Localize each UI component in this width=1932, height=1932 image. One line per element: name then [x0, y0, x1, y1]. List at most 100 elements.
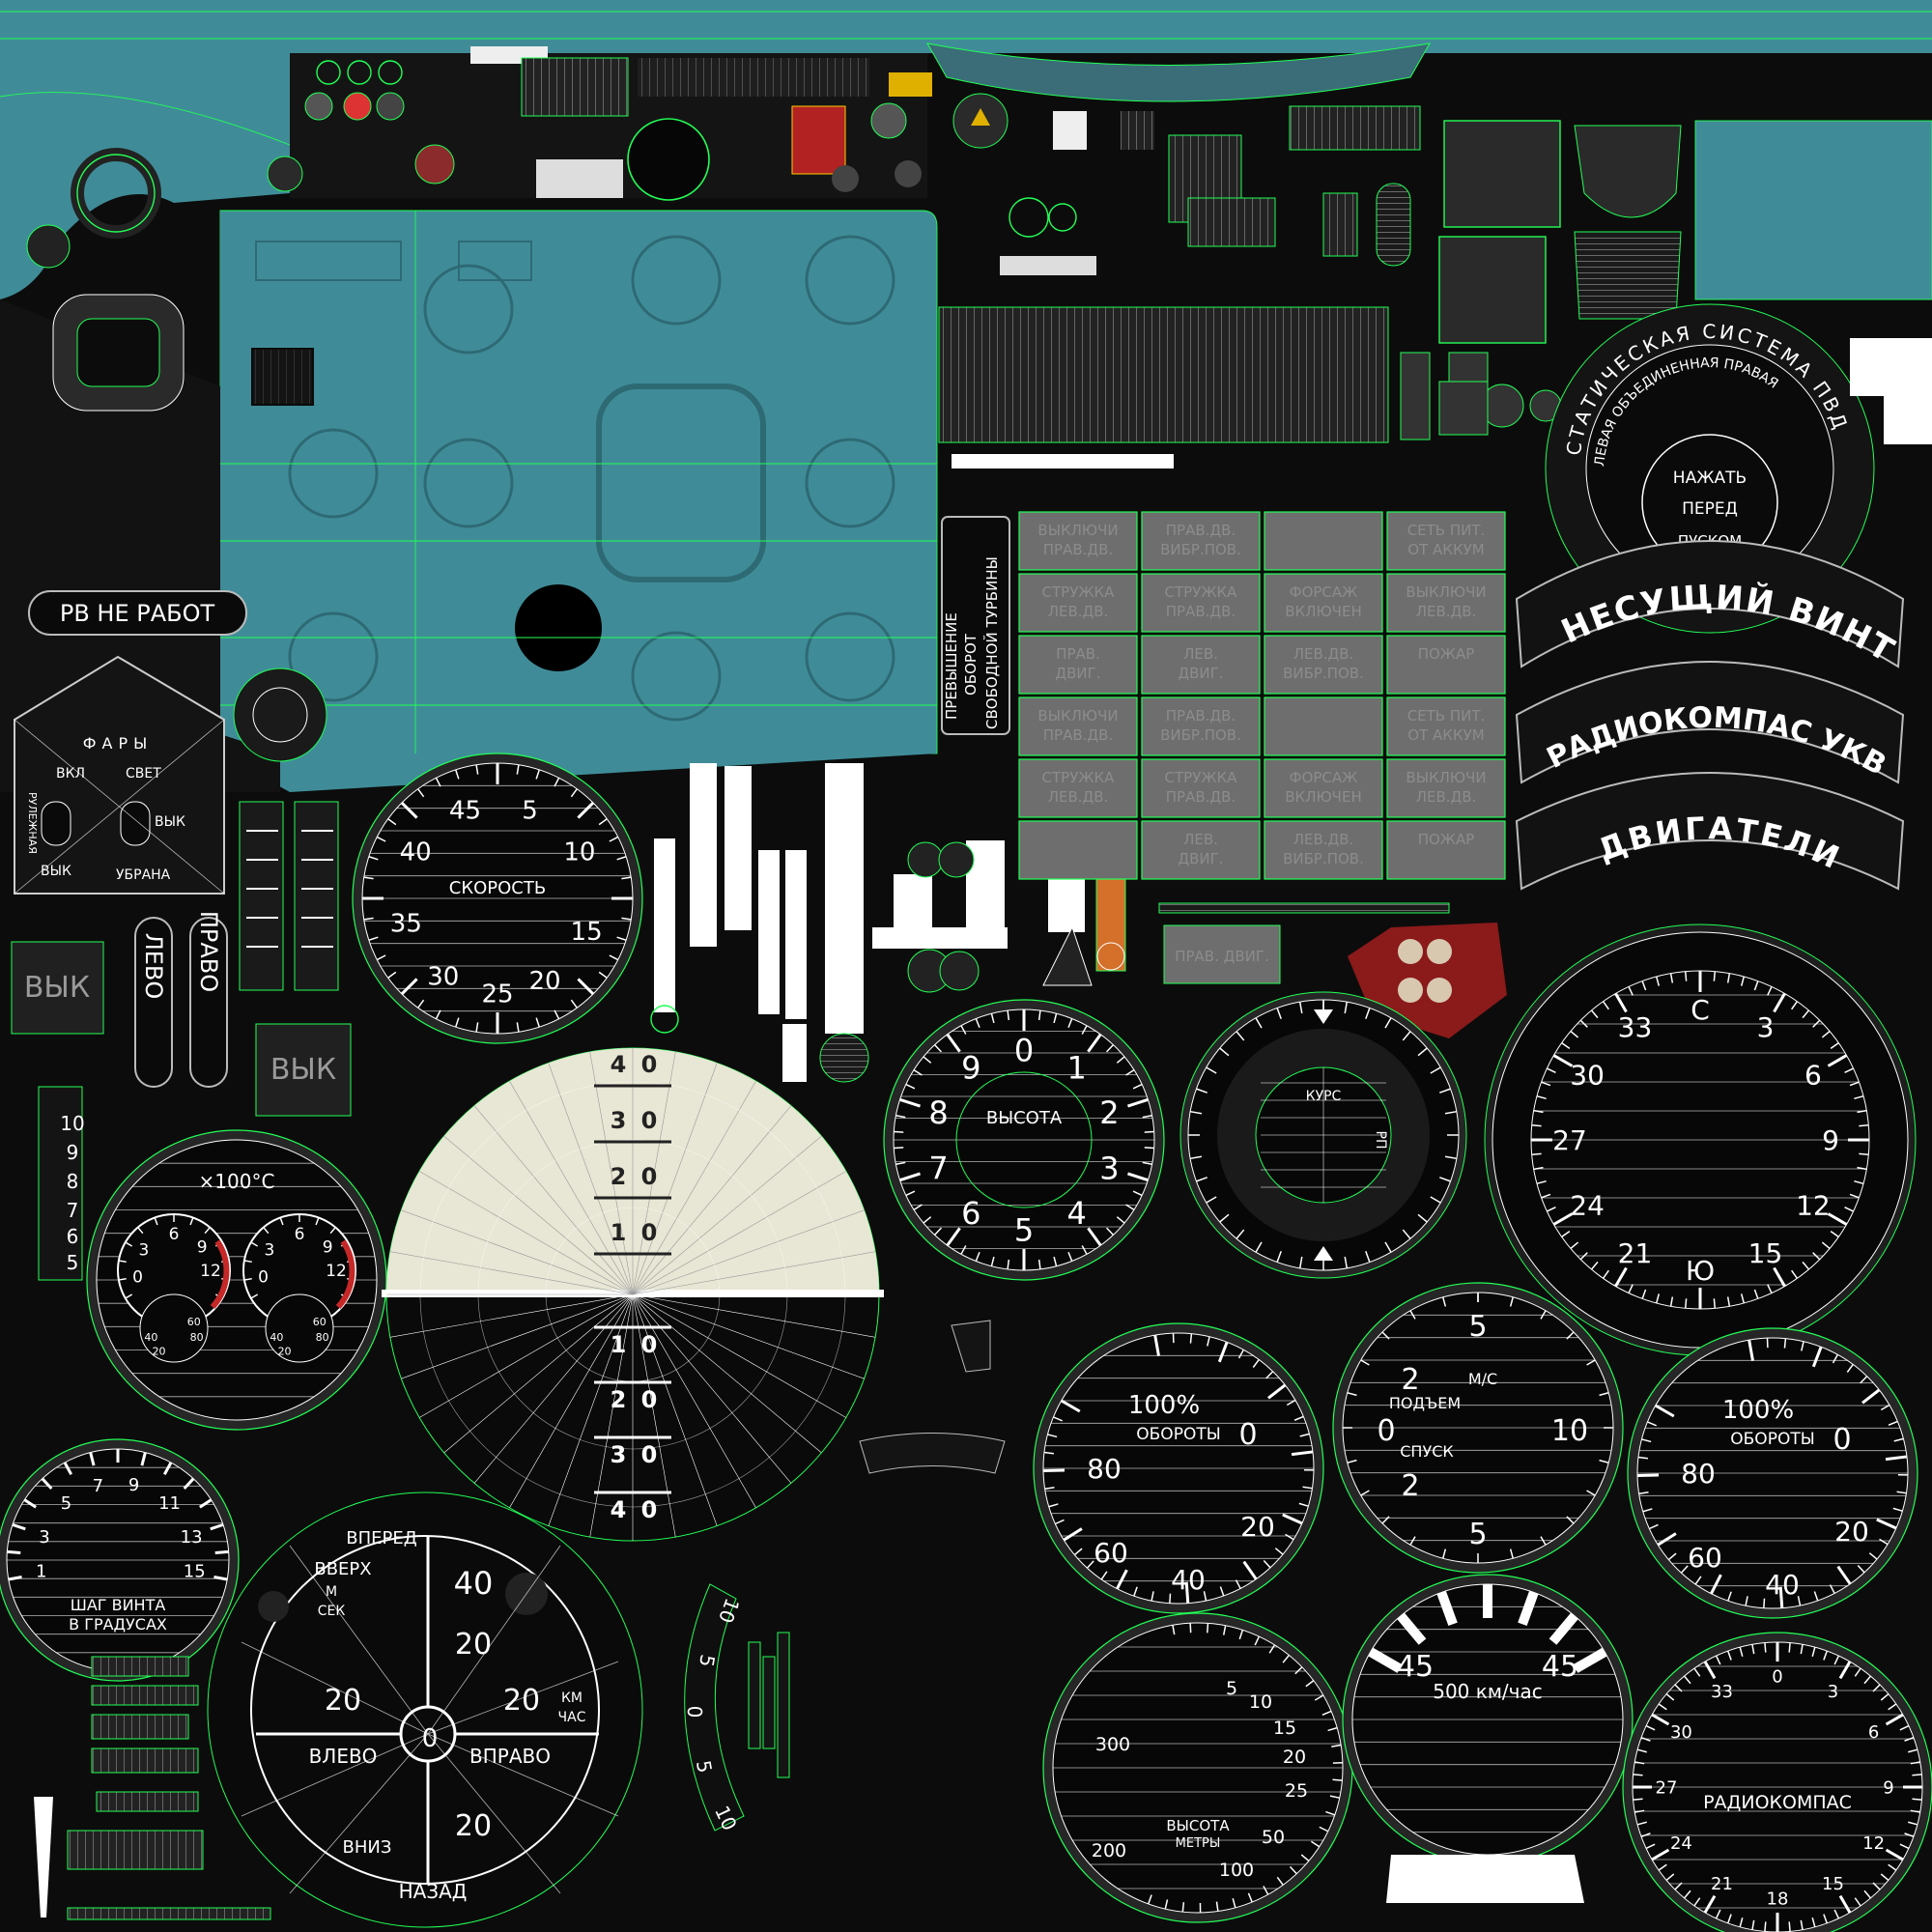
- rpm-left-gauge-tick: [1285, 1533, 1294, 1541]
- rpm-right-gauge-40: 40: [1765, 1569, 1800, 1601]
- turbine-line-2: ОБОРОТ: [962, 633, 980, 696]
- compass-tick-label: 30: [1570, 1060, 1605, 1092]
- pitch-tick-label: 15: [184, 1562, 206, 1582]
- rpm-right-gauge-tick: [1647, 1421, 1657, 1427]
- altimeter-tick: [1127, 1097, 1149, 1108]
- radiocompass-tick: [1800, 1919, 1804, 1930]
- left-dir-label: ВЛЕВО: [309, 1745, 378, 1768]
- warning-lamp-text: ЛЕВ.ДВ.: [1293, 831, 1354, 848]
- vsi-tick: [1409, 1536, 1416, 1546]
- compass-tick: [1685, 1298, 1688, 1309]
- radiocompass-tick: [1684, 1889, 1691, 1899]
- altimeter-tick: [905, 1083, 916, 1090]
- doppler-indicator: ВПЕРЕД ВВЕРХ М СЕК 40 20 20 20 0 20 ВЛЕВ…: [207, 1492, 643, 1928]
- altimeter-tick-label: 3: [1099, 1150, 1119, 1186]
- speed500-bar: [1368, 1647, 1403, 1673]
- radalt-tick: [1247, 1892, 1253, 1903]
- warning-lamp: [1264, 820, 1383, 880]
- warning-lamp-text: ОТ АККУМ: [1407, 726, 1484, 744]
- taxi-light-switch[interactable]: [41, 801, 71, 846]
- warning-lamp-text: СЕТЬ ПИТ.: [1407, 707, 1486, 724]
- airspeed-tick: [417, 999, 425, 1009]
- rpm-right-gauge-tick: [1680, 1565, 1689, 1574]
- warning-lamp: [1386, 635, 1506, 695]
- strip-8: 8: [67, 1170, 79, 1193]
- compass-tick: [1536, 1094, 1547, 1100]
- altimeter-tick: [1142, 1161, 1152, 1166]
- airspeed-tick: [609, 954, 619, 961]
- radiocompass-tick: [1665, 1693, 1675, 1701]
- attitude-down-zero: 0: [641, 1441, 658, 1468]
- airspeed-tick: [621, 917, 632, 921]
- warning-lamp: [1018, 696, 1138, 756]
- attitude-down-zero: 0: [641, 1386, 658, 1413]
- warning-lamp: [1386, 511, 1506, 571]
- rpm-left-gauge-tick: [1153, 1334, 1160, 1357]
- pitch-tick: [89, 1452, 96, 1466]
- compass-tick: [1655, 1293, 1661, 1304]
- rpm-right-gauge-tick: [1783, 1338, 1787, 1349]
- radalt-tick: [1325, 1810, 1336, 1816]
- airspeed-tick-label: 35: [390, 910, 422, 939]
- rpm-left-gauge-20: 20: [1240, 1511, 1275, 1543]
- radiocompass-tick: [1908, 1748, 1918, 1753]
- attitude-wire: [401, 1293, 634, 1379]
- altimeter-tick: [1116, 1216, 1125, 1224]
- down-label: ВНИЗ: [343, 1837, 392, 1858]
- landing-light-switch[interactable]: [120, 801, 151, 846]
- radiocompass-tick: [1658, 1703, 1667, 1711]
- radiocompass-tick: [1633, 1798, 1643, 1801]
- radalt-tick: [1238, 1630, 1244, 1640]
- course-tick: [1298, 1256, 1303, 1269]
- course-tick: [1276, 1251, 1282, 1263]
- altimeter-tick-label: 5: [1014, 1212, 1034, 1249]
- warning-lamp-text: ПРАВ.ДВ.: [1043, 726, 1113, 744]
- rpm-left-gauge-tick: [1133, 1586, 1138, 1597]
- warning-lamp-text: ЛЕВ.ДВ.: [1048, 603, 1109, 620]
- warning-lamp-text: ВИБР.ПОВ.: [1160, 726, 1241, 744]
- warning-lamp: [1386, 696, 1506, 756]
- course-tick: [1255, 1241, 1263, 1253]
- rpm-left-gauge-tick: [1207, 1336, 1210, 1347]
- radiocompass-tick-label: 27: [1656, 1777, 1678, 1798]
- pitch-label-1: ШАГ ВИНТА: [71, 1596, 166, 1614]
- altimeter-tick: [1067, 1251, 1073, 1262]
- warning-lamp-text: ВИБР.ПОВ.: [1283, 665, 1364, 682]
- rpm-left-gauge-tick: [1048, 1503, 1059, 1508]
- rpm-left-gauge-tick: [1043, 1451, 1054, 1455]
- altimeter-tick: [1067, 1018, 1073, 1029]
- rpm-left-gauge-tick: [1189, 1333, 1193, 1344]
- doppler-20-down: 20: [455, 1809, 492, 1843]
- radiocompass-tick: [1751, 1644, 1755, 1655]
- airspeed-tick: [554, 777, 560, 787]
- rpm-left-gauge-tick: [1055, 1519, 1065, 1525]
- temp-sub-tick: [137, 1227, 144, 1235]
- radiocompass-tick: [1880, 1693, 1889, 1701]
- speed500-right: 45: [1542, 1650, 1578, 1684]
- altimeter-tick: [1053, 1013, 1058, 1024]
- temp-sub-tick: [189, 1217, 194, 1226]
- warning-lamp-text: СТРУЖКА: [1165, 769, 1238, 786]
- attitude-up-zero: 0: [641, 1163, 658, 1190]
- arc-labels: НЕСУЩИЙ ВИНТ РАДИОКОМПАС УКВ ДВИГАТЕЛИ: [1515, 540, 1905, 891]
- airspeed-tick: [577, 801, 595, 819]
- pitch-tick: [23, 1498, 37, 1509]
- airspeed-tick-label: 10: [563, 838, 595, 867]
- strip-6: 6: [67, 1225, 79, 1248]
- radiocompass-tick-label: 0: [1772, 1666, 1782, 1687]
- course-tick: [1196, 1177, 1208, 1182]
- airspeed-tick: [516, 764, 520, 775]
- radiocompass-tick: [1658, 1863, 1667, 1871]
- rpm-right-gauge-tick: [1811, 1346, 1823, 1368]
- warning-lamp-text: ПРАВ.ДВ.: [1043, 541, 1113, 558]
- radiocompass-tick-label: 33: [1711, 1682, 1733, 1702]
- radalt-tick: [1181, 1902, 1185, 1913]
- lights-taxi-label: РУЛЕЖНАЯ: [26, 792, 39, 854]
- radalt-tick: [1289, 1865, 1297, 1875]
- radiocompass-tick: [1651, 1713, 1670, 1726]
- airspeed-tick: [535, 1017, 540, 1028]
- radiocompass-tick: [1910, 1761, 1920, 1765]
- vsi-unit: М/С: [1468, 1370, 1497, 1388]
- radiocompass-tick: [1885, 1713, 1904, 1726]
